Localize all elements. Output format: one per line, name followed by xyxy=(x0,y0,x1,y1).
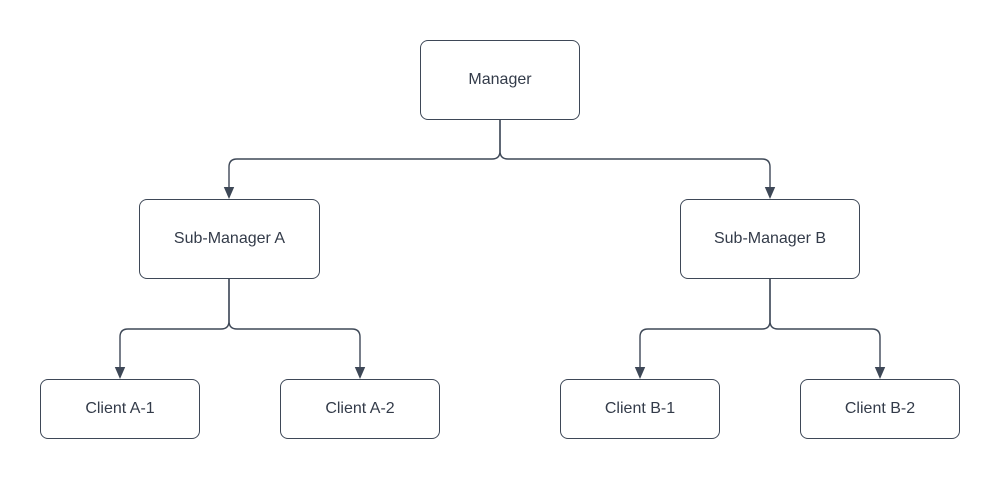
edge-sub-manager-a-client-a1 xyxy=(119,279,230,368)
arrowhead-icon xyxy=(874,367,886,379)
node-client-a2[interactable]: Client A-2 xyxy=(280,379,440,439)
edge-sub-manager-a-client-a2 xyxy=(228,279,361,368)
node-label: Sub-Manager A xyxy=(173,230,286,248)
arrowhead-icon xyxy=(223,187,235,199)
node-client-b1[interactable]: Client B-1 xyxy=(560,379,720,439)
arrowhead-icon xyxy=(114,367,126,379)
node-label: Client B-1 xyxy=(604,400,676,418)
node-label: Client A-2 xyxy=(325,400,395,418)
arrowhead-icon xyxy=(354,367,366,379)
node-label: Sub-Manager B xyxy=(713,230,827,248)
node-label: Client A-1 xyxy=(85,400,155,418)
node-sub-manager-a[interactable]: Sub-Manager A xyxy=(139,199,320,279)
edge-sub-manager-b-client-b2 xyxy=(769,279,881,368)
node-label: Client B-2 xyxy=(844,400,916,418)
node-label: Manager xyxy=(468,71,532,89)
node-client-a1[interactable]: Client A-1 xyxy=(40,379,200,439)
node-client-b2[interactable]: Client B-2 xyxy=(800,379,960,439)
edge-sub-manager-b-client-b1 xyxy=(639,279,771,368)
arrowhead-icon xyxy=(634,367,646,379)
edge-manager-sub-manager-a xyxy=(228,120,501,188)
arrowhead-icon xyxy=(764,187,776,199)
edge-manager-sub-manager-b xyxy=(499,120,771,188)
node-sub-manager-b[interactable]: Sub-Manager B xyxy=(680,199,860,279)
node-manager[interactable]: Manager xyxy=(420,40,580,120)
